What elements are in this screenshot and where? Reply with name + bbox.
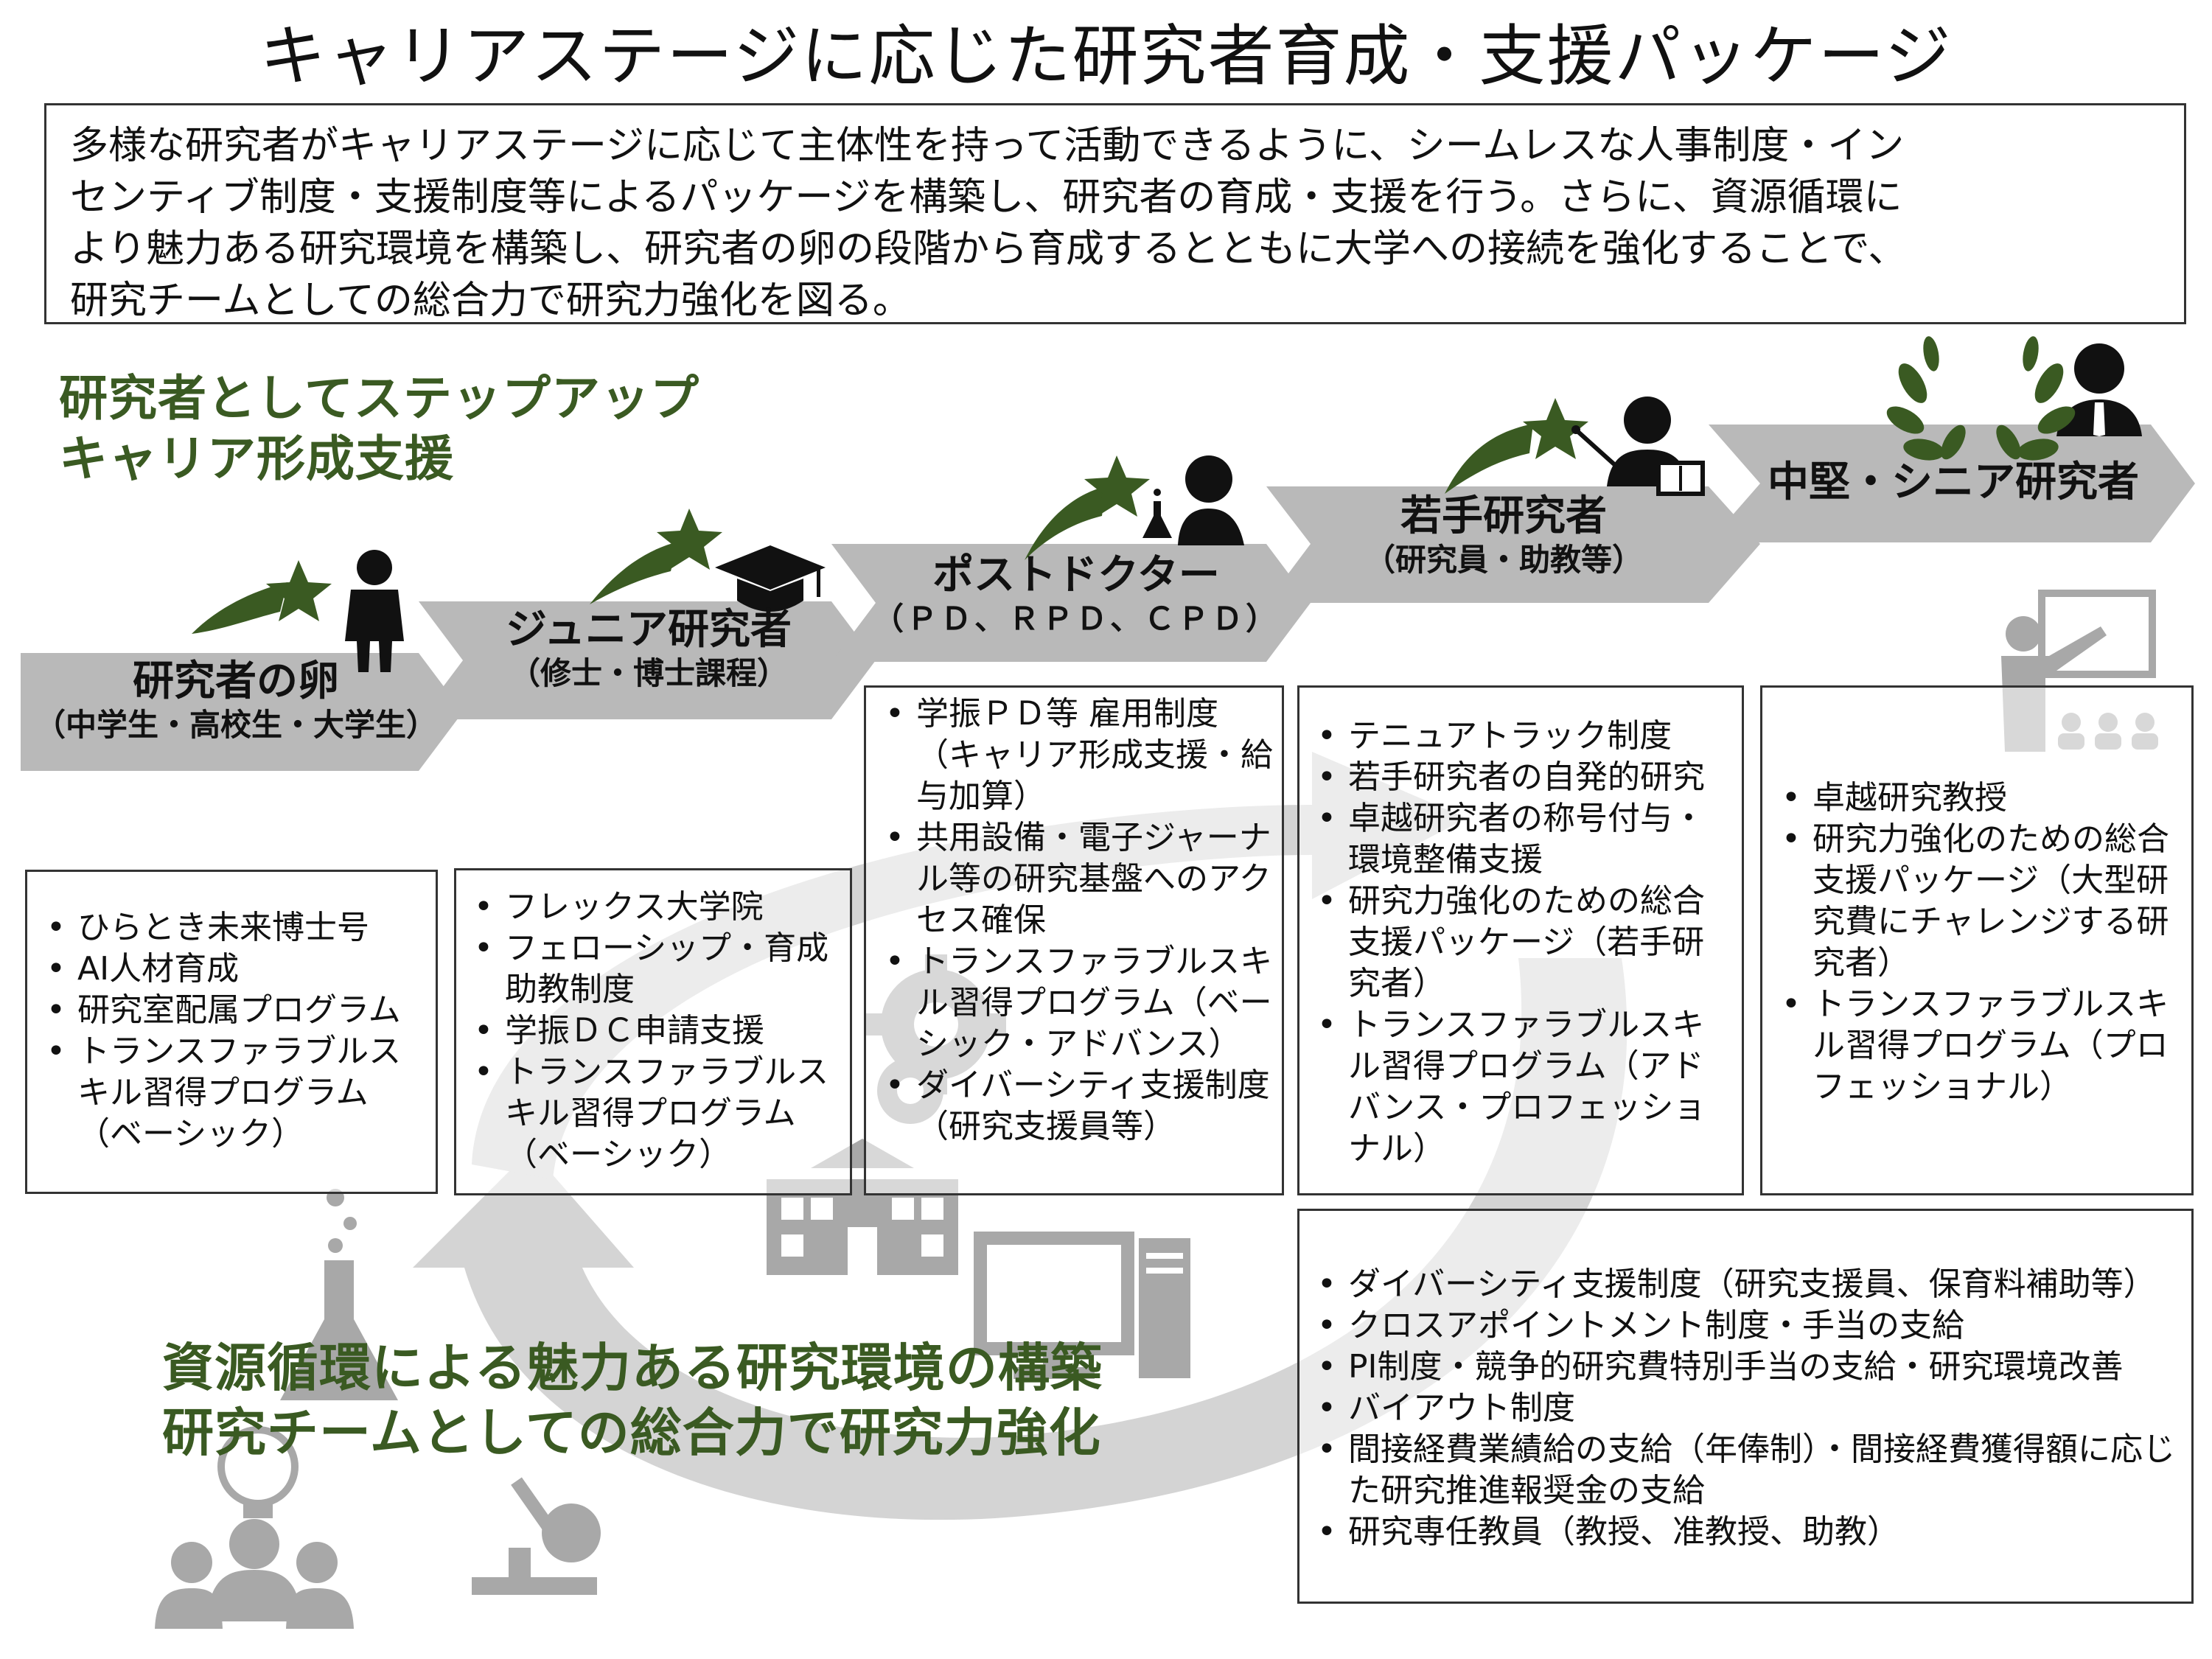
- intro-line: センティブ制度・支援制度等によるパッケージを構築し、研究者の育成・支援を行う。さ…: [70, 175, 1902, 220]
- stage-arrow-egg: [21, 653, 463, 771]
- stage-arrow-junior: [419, 601, 876, 719]
- list-item: ダイバーシティ支援制度（研究支援員等）: [872, 1065, 1274, 1148]
- senior-list: 卓越研究教授 研究力強化のための総合支援パッケージ（大型研究費にチャレンジする研…: [1768, 778, 2184, 1108]
- list-item: PI制度・競争的研究費特別手当の支給・研究環境改善: [1304, 1347, 2184, 1388]
- postdoc-list: 学振ＰＤ等 雇用制度（キャリア形成支援・給与加算） 共用設備・電子ジャーナル等の…: [872, 694, 1274, 1148]
- stage-arrow-postdoc: [831, 544, 1311, 662]
- list-item: 研究専任教員（教授、准教授、助教）: [1304, 1512, 2184, 1553]
- list-item: トランスファラブルスキル習得プログラム（ベーシック・アドバンス）: [872, 941, 1274, 1065]
- list-item: クロスアポイントメント制度・手当の支給: [1304, 1305, 2184, 1347]
- box-postdoc: 学振ＰＤ等 雇用制度（キャリア形成支援・給与加算） 共用設備・電子ジャーナル等の…: [864, 685, 1284, 1195]
- stage-label-junior: ジュニア研究者 （修士・博士課程）: [442, 606, 855, 693]
- graduation-cap-icon: [715, 545, 826, 612]
- list-item: トランスファラブルスキル習得プログラム（アドバンス・プロフェッショナル）: [1304, 1005, 1734, 1170]
- stage-arrow-senior: [1709, 425, 2195, 542]
- list-item: 若手研究者の自発的研究: [1304, 757, 1734, 798]
- stepup-heading: 研究者としてステップアップ キャリア形成支援: [59, 369, 699, 489]
- stage-label-egg: 研究者の卵 （中学生・高校生・大学生）: [22, 657, 450, 744]
- box-common-support: ダイバーシティ支援制度（研究支援員、保育料補助等） クロスアポイントメント制度・…: [1297, 1209, 2194, 1604]
- stage-sub: （修士・博士課程）: [509, 655, 788, 691]
- stage-sub: （ＰＤ、ＲＰＤ、ＣＰＤ）: [872, 601, 1280, 637]
- junior-list: フレックス大学院 フェローシップ・育成助教制度 学振ＤＣ申請支援 トランスファラ…: [461, 887, 842, 1176]
- list-item: 間接経費業績給の支給（年俸制）・間接経費獲得額に応じた研究推進報奨金の支給: [1304, 1429, 2184, 1512]
- shooting-stars: [192, 398, 1588, 634]
- stage-name: ジュニア研究者: [505, 606, 792, 654]
- scientist-icon: [1142, 455, 1244, 545]
- microscope-icon: [472, 1477, 601, 1595]
- common-list: ダイバーシティ支援制度（研究支援員、保育料補助等） クロスアポイントメント制度・…: [1304, 1264, 2184, 1553]
- intro-box: 多様な研究者がキャリアステージに応じて主体性を持って活動できるように、シームレス…: [44, 103, 2186, 324]
- shooting-star-icon: [1445, 398, 1588, 494]
- stage-arrow-young: [1266, 486, 1760, 603]
- stage-sub: （中学生・高校生・大学生）: [34, 707, 437, 743]
- laurel-icon: [1886, 336, 2076, 461]
- shooting-star-icon: [1025, 455, 1150, 560]
- list-item: ひらとき未来博士号: [33, 907, 428, 949]
- list-item: テニュアトラック制度: [1304, 716, 1734, 757]
- stage-arrows: [21, 425, 2195, 771]
- stage-name: ポストドクター: [932, 551, 1220, 599]
- list-item: フェローシップ・育成助教制度: [461, 928, 842, 1010]
- shooting-star-icon: [590, 509, 722, 604]
- list-item: AI人材育成: [33, 949, 428, 990]
- intro-line: より魅力ある研究環境を構築し、研究者の卵の段階から育成するとともに大学への接続を…: [70, 227, 1907, 271]
- stage-label-postdoc: ポストドクター （ＰＤ、ＲＰＤ、ＣＰＤ）: [855, 551, 1297, 638]
- list-item: 学振ＤＣ申請支援: [461, 1010, 842, 1052]
- stage-label-senior: 中堅・シニア研究者: [1732, 458, 2174, 507]
- intro-line: 研究チームとしての総合力で研究力強化を図る。: [70, 279, 911, 323]
- shooting-star-icon: [192, 560, 332, 634]
- list-item: 研究室配属プログラム: [33, 990, 428, 1031]
- list-item: 研究力強化のための総合支援パッケージ（若手研究者）: [1304, 881, 1734, 1005]
- teacher-icon: [1571, 397, 1705, 496]
- list-item: ダイバーシティ支援制度（研究支援員、保育料補助等）: [1304, 1264, 2184, 1305]
- box-egg: ひらとき未来博士号 AI人材育成 研究室配属プログラム トランスファラブルスキル…: [25, 870, 438, 1194]
- intro-line: 多様な研究者がキャリアステージに応じて主体性を持って活動できるように、シームレス…: [70, 124, 1905, 168]
- businessman-icon: [2056, 343, 2142, 436]
- list-item: トランスファラブルスキル習得プログラム（ベーシック）: [461, 1052, 842, 1176]
- box-young: テニュアトラック制度 若手研究者の自発的研究 卓越研究者の称号付与・環境整備支援…: [1297, 685, 1744, 1195]
- list-item: トランスファラブルスキル習得プログラム（ベーシック）: [33, 1031, 428, 1155]
- box-junior: フレックス大学院 フェローシップ・育成助教制度 学振ＤＣ申請支援 トランスファラ…: [454, 868, 852, 1195]
- cycle-heading-line2: 研究チームとしての総合力で研究力強化: [162, 1403, 1101, 1463]
- cycle-heading-line1: 資源循環による魅力ある研究環境の構築: [162, 1338, 1103, 1398]
- list-item: 卓越研究教授: [1768, 778, 2184, 819]
- person-icon: [345, 550, 404, 672]
- stepup-heading-line1: 研究者としてステップアップ: [59, 370, 700, 427]
- team-icon: [155, 1519, 354, 1629]
- young-list: テニュアトラック制度 若手研究者の自発的研究 卓越研究者の称号付与・環境整備支援…: [1304, 716, 1734, 1170]
- stage-label-young: 若手研究者 （研究員・助教等）: [1297, 492, 1710, 579]
- stage-name: 研究者の卵: [133, 657, 339, 705]
- stage-name: 若手研究者: [1400, 492, 1607, 540]
- list-item: 卓越研究者の称号付与・環境整備支援: [1304, 798, 1734, 881]
- list-item: 学振ＰＤ等 雇用制度（キャリア形成支援・給与加算）: [872, 694, 1274, 817]
- list-item: 研究力強化のための総合支援パッケージ（大型研究費にチャレンジする研究者）: [1768, 819, 2184, 984]
- list-item: フレックス大学院: [461, 887, 842, 928]
- stage-name: 中堅・シニア研究者: [1768, 458, 2139, 506]
- cycle-heading: 資源循環による魅力ある研究環境の構築 研究チームとしての総合力で研究力強化: [162, 1335, 1103, 1465]
- egg-list: ひらとき未来博士号 AI人材育成 研究室配属プログラム トランスファラブルスキル…: [33, 907, 428, 1155]
- lightbulb-icon: [217, 1426, 299, 1518]
- stage-sub: （研究員・助教等）: [1364, 542, 1643, 578]
- list-item: トランスファラブルスキル習得プログラム（プロフェッショナル）: [1768, 984, 2184, 1108]
- computer-icon: [974, 1232, 1190, 1379]
- list-item: バイアウト制度: [1304, 1388, 2184, 1429]
- page-title: キャリアステージに応じた研究者育成・支援パッケージ: [259, 18, 1953, 95]
- list-item: 共用設備・電子ジャーナル等の研究基盤へのアクセス確保: [872, 817, 1274, 941]
- box-senior: 卓越研究教授 研究力強化のための総合支援パッケージ（大型研究費にチャレンジする研…: [1760, 685, 2194, 1195]
- stepup-heading-line2: キャリア形成支援: [59, 430, 454, 487]
